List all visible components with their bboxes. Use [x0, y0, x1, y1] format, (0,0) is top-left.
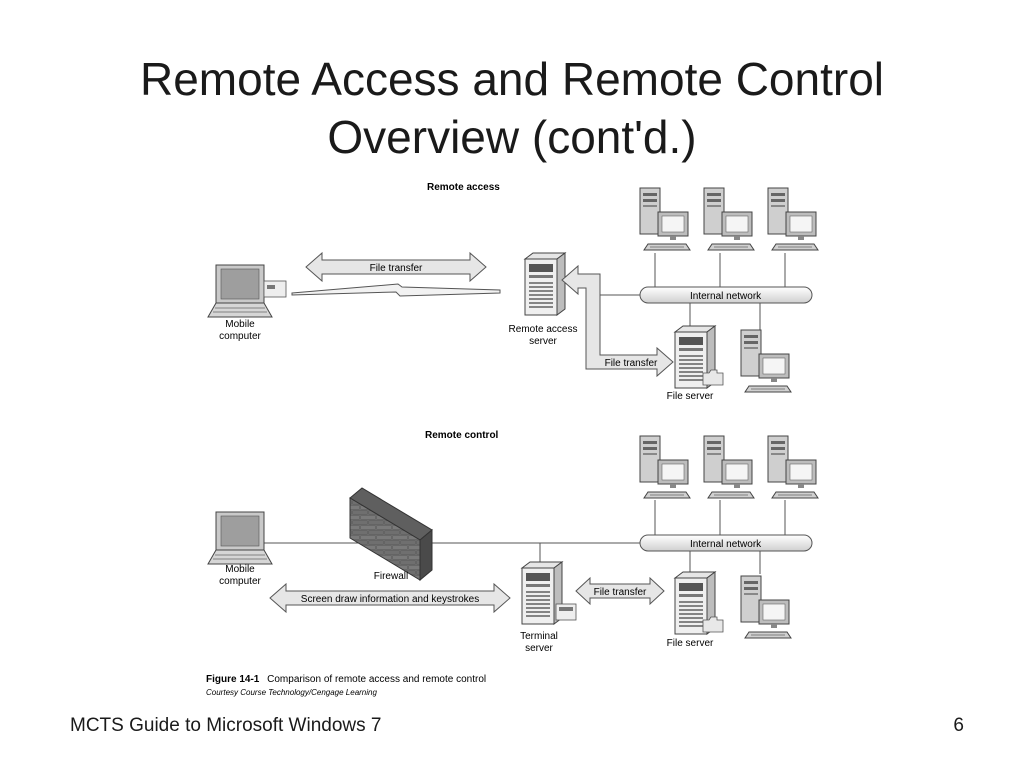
- desktop-computer-icon: [740, 575, 792, 639]
- file-transfer-arrow: File transfer: [575, 576, 665, 606]
- remote-control-section: Remote control Internal network Mobile c…: [207, 430, 819, 654]
- desktop-computer-icon: [767, 187, 819, 251]
- mobile-computer-icon: [207, 511, 273, 565]
- slide-title: Remote Access and Remote Control Overvie…: [0, 50, 1024, 166]
- file-transfer-side-arrow: File transfer: [561, 264, 674, 378]
- screen-draw-label: Screen draw information and keystrokes: [301, 594, 479, 605]
- page-number: 6: [953, 715, 964, 736]
- remote-control-heading: Remote control: [425, 430, 499, 441]
- firewall-icon: [349, 487, 433, 582]
- file-server-label: File server: [667, 391, 714, 402]
- file-server-label: File server: [667, 638, 714, 649]
- file-transfer-label: File transfer: [370, 263, 423, 274]
- desktop-computer-icon: [639, 187, 691, 251]
- internal-network-label: Internal network: [690, 539, 762, 550]
- terminal-server-label: server: [525, 643, 553, 654]
- desktop-computer-icon: [740, 329, 792, 393]
- mobile-computer-label: computer: [219, 331, 261, 342]
- internal-network-cable: Internal network: [639, 534, 813, 552]
- title-line-2: Overview (cont'd.): [327, 111, 697, 163]
- desktop-computer-icon: [703, 435, 755, 499]
- remote-access-heading: Remote access: [427, 182, 500, 193]
- mobile-computer-label: Mobile: [225, 319, 255, 330]
- firewall-label: Firewall: [374, 571, 408, 582]
- caption: Figure 14-1 Comparison of remote access …: [206, 674, 486, 685]
- title-line-1: Remote Access and Remote Control: [139, 53, 885, 105]
- modem-icon: [263, 280, 287, 298]
- mobile-computer-label: Mobile: [225, 564, 255, 575]
- desktop-computer-icon: [639, 435, 691, 499]
- file-transfer-arrow: File transfer: [305, 251, 487, 283]
- courtesy-credit: Courtesy Course Technology/Cengage Learn…: [206, 688, 377, 697]
- mobile-computer-icon: [207, 264, 273, 318]
- dialup-link-icon: [291, 283, 501, 297]
- remote-access-section: Remote access Internal network Mobile co…: [207, 182, 819, 402]
- caption-label: Figure 14-1: [206, 674, 260, 685]
- desktop-computer-icon: [703, 187, 755, 251]
- terminal-screen-icon: [555, 603, 577, 621]
- screen-draw-arrow: Screen draw information and keystrokes: [269, 582, 511, 614]
- terminal-server-label: Terminal: [520, 631, 558, 642]
- remote-access-server-label: Remote access: [509, 324, 578, 335]
- internal-network-label: Internal network: [690, 291, 762, 302]
- internal-network-cable: Internal network: [639, 286, 813, 304]
- mobile-computer-label: computer: [219, 576, 261, 587]
- remote-access-server-label: server: [529, 336, 557, 347]
- file-transfer-side-label: File transfer: [605, 358, 658, 369]
- caption-text: Comparison of remote access and remote c…: [267, 674, 486, 685]
- file-transfer-label: File transfer: [594, 587, 647, 598]
- figure-caption: Figure 14-1 Comparison of remote access …: [206, 674, 486, 697]
- slide-footer: MCTS Guide to Microsoft Windows 7: [70, 715, 382, 736]
- desktop-computer-icon: [767, 435, 819, 499]
- remote-access-server-icon: [524, 252, 566, 316]
